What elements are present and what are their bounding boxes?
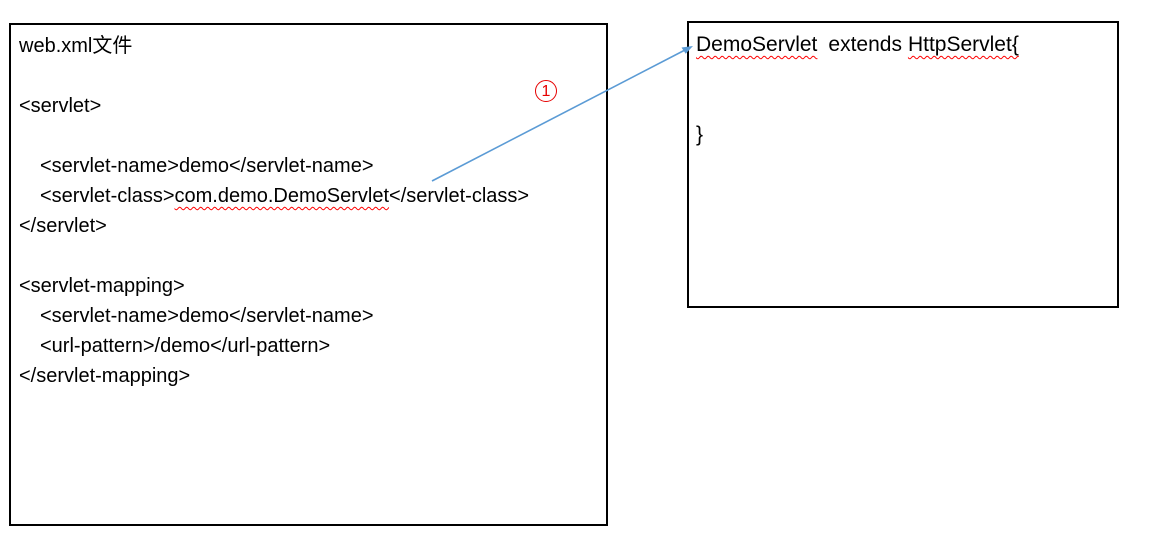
servlet-class-line: <servlet-class>com.demo.DemoServlet</ser… — [11, 181, 606, 211]
closing-brace-line: } — [696, 123, 704, 146]
blank-line — [11, 241, 606, 271]
superclass-text: HttpServlet{ — [907, 33, 1019, 56]
blank-line — [11, 121, 606, 151]
mapping-servlet-name-line: <servlet-name>demo</servlet-name> — [40, 305, 374, 327]
extends-keyword: extends — [828, 33, 902, 56]
servlet-mapping-open-line: <servlet-mapping> — [19, 275, 185, 297]
webxml-box: web.xml文件 <servlet> <servlet-name>demo</… — [9, 23, 608, 526]
class-name-text: DemoServlet — [696, 33, 818, 56]
servlet-class-fqcn: com.demo.DemoServlet — [174, 185, 390, 207]
blank-line — [689, 60, 1117, 90]
url-pattern-line: <url-pattern>/demo</url-pattern> — [40, 335, 331, 357]
blank-line — [689, 90, 1117, 120]
servlet-close-tag-line: </servlet> — [19, 215, 107, 237]
servlet-name-line: <servlet-name>demo</servlet-name> — [40, 155, 374, 177]
webxml-box-title: web.xml文件 — [19, 35, 133, 57]
blank-line — [11, 61, 606, 91]
servlet-mapping-close-line: </servlet-mapping> — [19, 365, 191, 387]
servlet-class-open-tag: <servlet-class> — [40, 185, 175, 207]
servlet-class-close-tag: </servlet-class> — [389, 185, 530, 207]
step-annotation-badge: 1 — [535, 80, 557, 102]
servlet-open-tag-line: <servlet> — [19, 95, 102, 117]
